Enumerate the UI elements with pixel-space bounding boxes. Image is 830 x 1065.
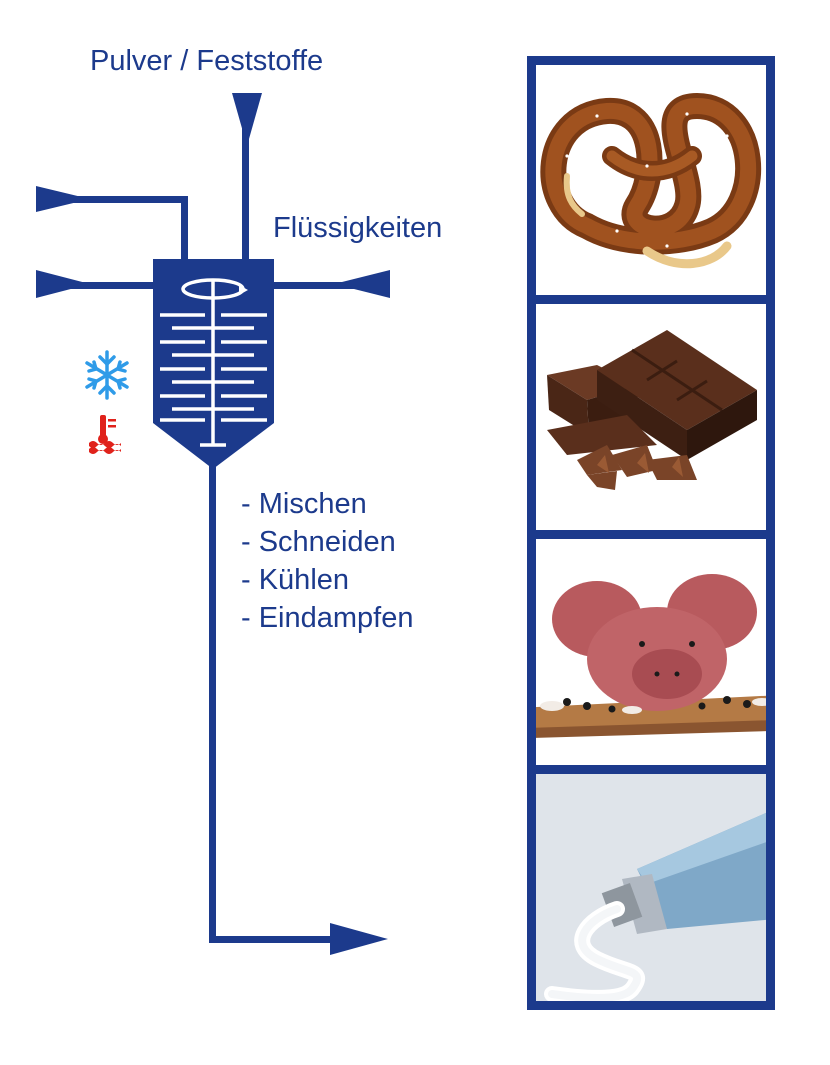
process-step: - Eindampfen xyxy=(241,602,414,634)
liquid-inlet-lower-line xyxy=(36,282,156,289)
liquids-label: Flüssigkeiten xyxy=(273,212,443,244)
powder-inlet-arrow xyxy=(232,93,262,146)
panel-divider xyxy=(527,295,775,304)
liquid-inlet-right-arrow xyxy=(334,270,390,298)
panel-divider xyxy=(527,530,775,539)
pretzel-image xyxy=(527,56,775,295)
panel-divider xyxy=(527,765,775,774)
outlet-arrow xyxy=(330,923,388,955)
liquid-inlet-upper-arrow xyxy=(36,186,90,212)
toothpaste-image xyxy=(527,769,775,1010)
powder-label: Pulver / Feststoffe xyxy=(90,45,324,77)
process-step: - Kühlen xyxy=(241,564,350,596)
product-images-panel xyxy=(527,56,775,1010)
chocolate-image xyxy=(527,295,775,534)
mixer-process-diagram xyxy=(36,93,390,955)
snowflake-icon xyxy=(85,350,129,400)
powder-inlet-line xyxy=(242,96,249,262)
agitator-blades xyxy=(160,278,267,447)
process-steps-list: - Mischen - Schneiden - Kühlen - Eindamp… xyxy=(241,485,414,637)
outlet-line xyxy=(209,460,216,942)
process-step: - Mischen xyxy=(241,488,367,520)
process-step: - Schneiden xyxy=(241,526,396,558)
liquid-inlet-upper-line xyxy=(36,196,188,203)
minced-meat-image xyxy=(527,534,775,769)
liquid-inlet-lower-arrow xyxy=(36,270,90,298)
liquid-inlet-right-line xyxy=(272,282,390,289)
thermometer-heat-icon xyxy=(89,415,121,454)
